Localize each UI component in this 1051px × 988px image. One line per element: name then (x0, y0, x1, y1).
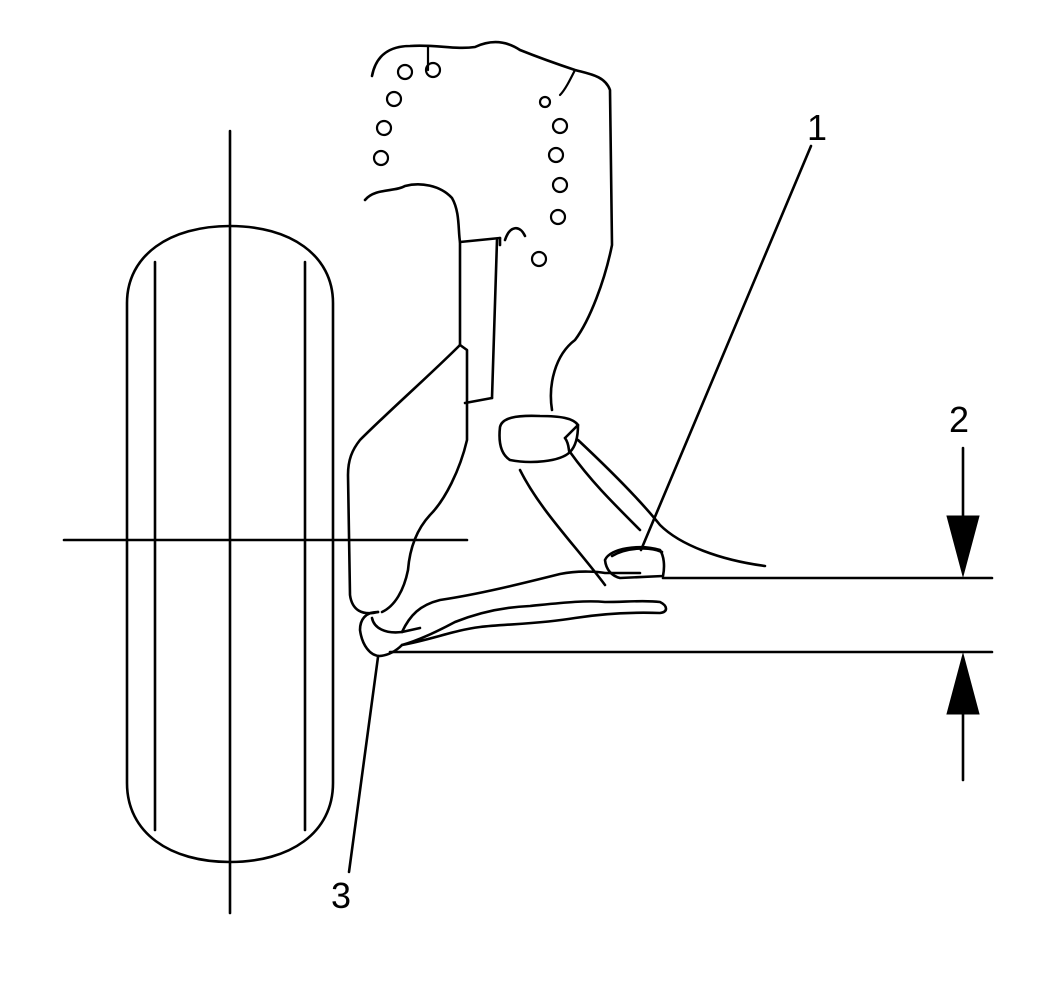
callout-1: 1 (807, 107, 828, 148)
body-bracket (363, 40, 614, 412)
steering-knuckle (346, 238, 499, 615)
strut-rod (498, 414, 767, 568)
callout-3: 3 (331, 875, 352, 916)
dimension-arrow-top (946, 446, 980, 578)
wheel-tire (125, 224, 335, 864)
rear-bushing (603, 545, 666, 580)
dimension-arrow-bottom (946, 652, 980, 782)
leader-line-1 (639, 144, 813, 552)
lower-control-arm (400, 468, 668, 647)
leader-line-3 (347, 655, 380, 874)
callout-2: 2 (949, 399, 970, 440)
